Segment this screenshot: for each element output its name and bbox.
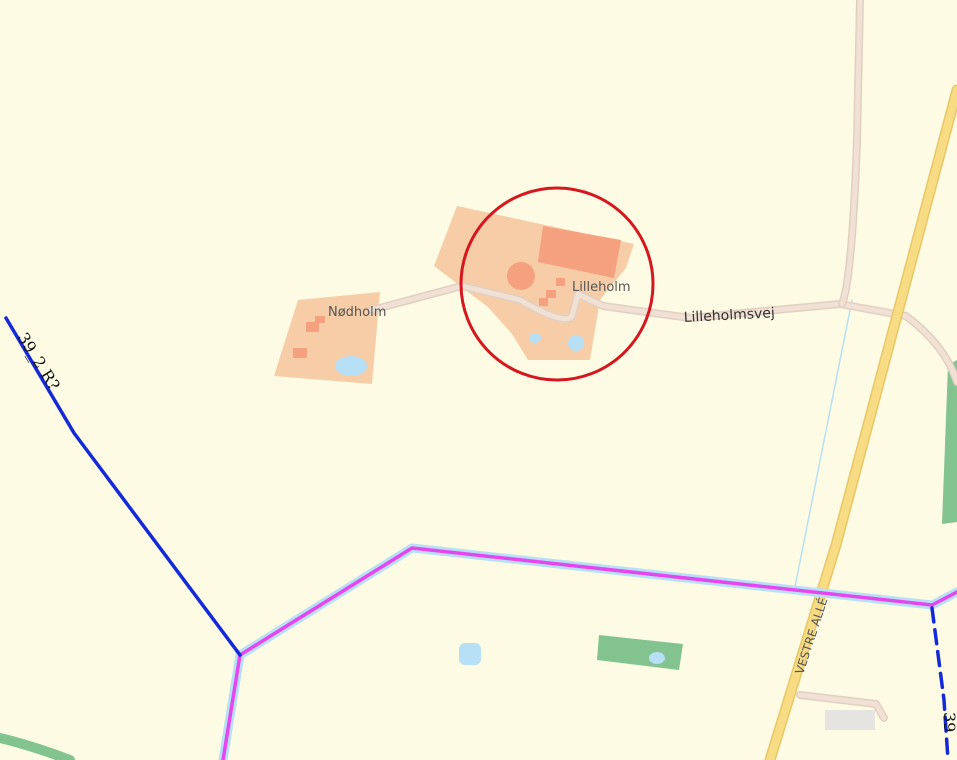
building-nodholm-3 (315, 316, 325, 323)
place-label-lilleholm[interactable]: Lilleholm (572, 280, 631, 295)
building-small-2 (539, 298, 548, 306)
forest-patch-right-edge (942, 360, 957, 524)
building-nodholm-1 (306, 322, 319, 332)
pond-field (459, 643, 481, 665)
building-small-3 (556, 278, 565, 286)
place-label-nodholm[interactable]: Nødholm (328, 305, 386, 320)
minor-roads (368, 0, 957, 722)
forest-strip-bottom-left (0, 733, 75, 760)
pond-lilleholm-2 (568, 335, 584, 351)
boundary-blue-solid (4, 316, 242, 657)
main-road-vestre-alle (764, 84, 957, 760)
boundary-blue-dashed (930, 606, 950, 760)
boundary-label-edge[interactable]: 39 (940, 712, 957, 732)
pond-forest (649, 652, 665, 664)
building-gray (825, 710, 875, 730)
building-large-lilleholm (538, 226, 621, 278)
road-label-lilleholmsvej[interactable]: Lilleholmsvej (683, 305, 775, 326)
pond-lilleholm-1 (529, 333, 541, 343)
circle-marker-icon (459, 186, 655, 382)
building-small-1 (546, 290, 556, 298)
building-nodholm-2 (293, 348, 307, 358)
stream (793, 299, 853, 593)
pond-nodholm (335, 356, 367, 376)
building-round-silo (507, 262, 535, 290)
boundary-magenta (218, 543, 957, 760)
